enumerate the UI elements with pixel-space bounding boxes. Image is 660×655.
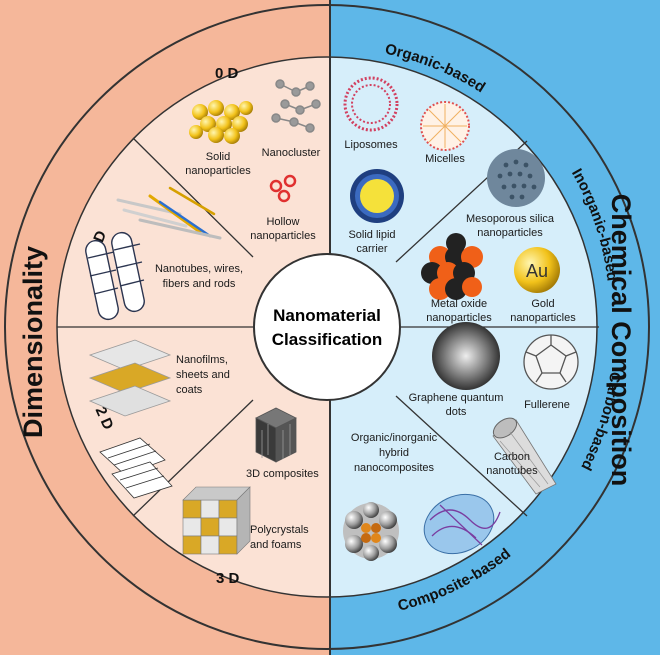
hybrid-nanocomposite-icon [343, 502, 399, 561]
nanotubes-icon [85, 231, 145, 321]
nanofilm-layers-icon [88, 339, 172, 417]
gold-symbol: Au [526, 261, 548, 281]
fullerene-icon [523, 334, 579, 390]
nanocluster-icon [271, 79, 321, 133]
solid-lipid-carrier-icon [350, 169, 404, 223]
center-circle [253, 253, 401, 401]
dimensionality-title: Dimensionality [18, 246, 48, 438]
nanosheets-icon [99, 437, 173, 499]
liposomes-label: Liposomes [344, 139, 398, 151]
label-0d: 0 D [215, 65, 239, 82]
chemical-composition-title: Chemical Composition [606, 194, 636, 487]
polymer-matrix-composite-icon [423, 493, 501, 555]
carbon-nanotube-icon [492, 417, 557, 495]
nanocluster-label: Nanocluster [262, 147, 321, 159]
nanowires-icon [116, 186, 222, 240]
polycrystals-icon [182, 486, 251, 555]
gold-nanoparticle-icon [514, 247, 560, 293]
liposomes-icon [343, 76, 399, 132]
3d-composites-label: 3D composites [246, 468, 319, 480]
outer-ring [4, 4, 650, 650]
mesoporous-silica-icon [487, 149, 545, 207]
micelles-label: Micelles [425, 153, 465, 165]
center-title-line1: Nanomaterial [273, 306, 381, 325]
graphene-quantum-dot-icon [432, 322, 500, 390]
3d-composites-icon [255, 407, 297, 463]
label-3d: 3 D [216, 570, 240, 587]
hollow-nanoparticles-icon [269, 174, 297, 203]
nanotubes-label: Nanotubes, wires,fibers and rods [155, 263, 243, 290]
solid-nanoparticles-icon [189, 100, 253, 144]
fullerene-label: Fullerene [524, 399, 570, 411]
micelles-icon [420, 101, 470, 151]
metal-oxide-icon [421, 233, 483, 300]
center-title-line2: Classification [272, 330, 383, 349]
